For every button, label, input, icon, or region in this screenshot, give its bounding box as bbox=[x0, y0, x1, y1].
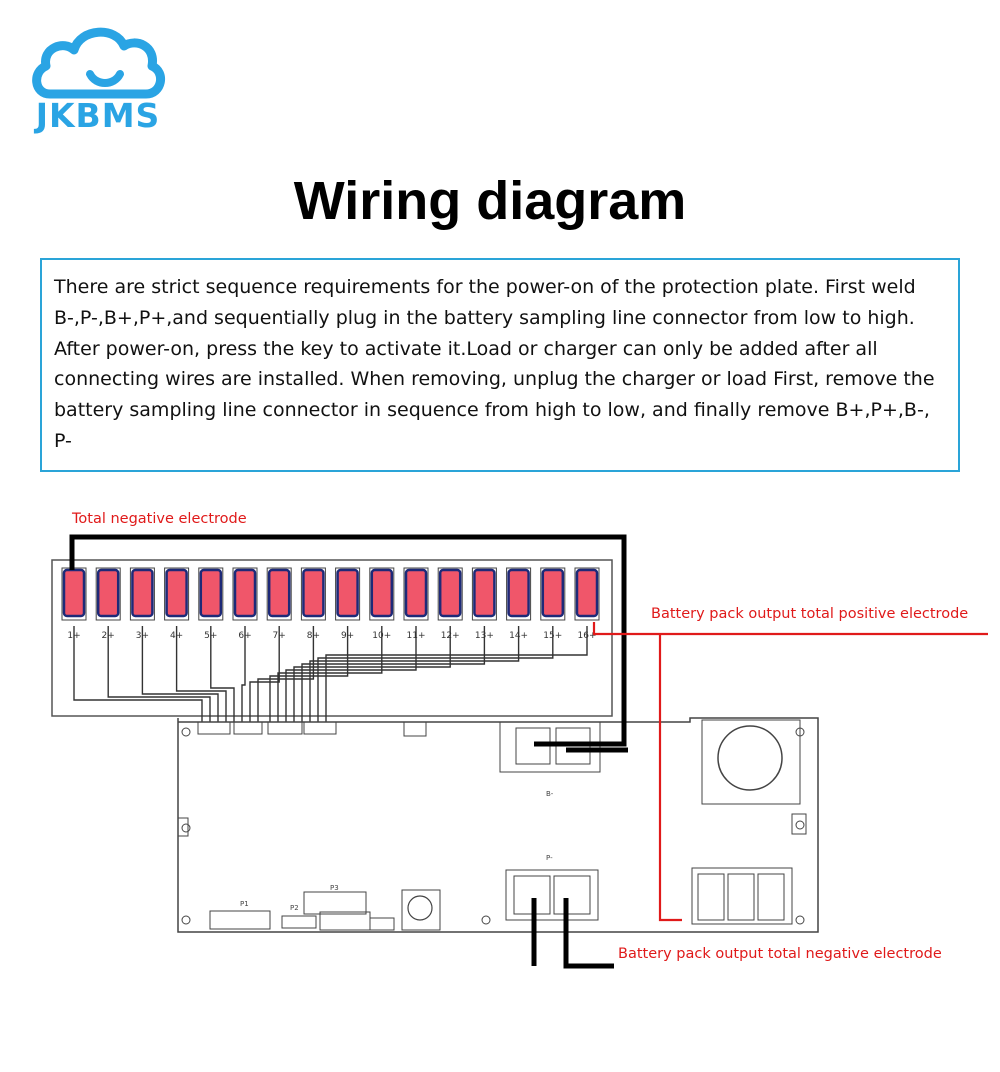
battery-cell: 13+ bbox=[471, 567, 497, 641]
instructions-text: There are strict sequence requirements f… bbox=[54, 276, 935, 452]
bms-board: B- P- P1 P2 P3 bbox=[177, 717, 819, 933]
logo-text: JKBMS bbox=[35, 96, 161, 135]
instructions-box: There are strict sequence requirements f… bbox=[40, 258, 960, 472]
sampling-wire bbox=[325, 626, 588, 722]
output-negative-label: Battery pack output total negative elect… bbox=[618, 946, 942, 962]
sampling-wire bbox=[277, 626, 383, 722]
sampling-wire bbox=[175, 626, 227, 722]
wiring-diagram: 1+2+3+4+5+6+7+8+9+10+11+12+13+14+15+16+ bbox=[51, 511, 988, 969]
battery-cell: 16+ bbox=[574, 567, 600, 641]
p3-label: P3 bbox=[330, 884, 339, 892]
p-pad-label: P- bbox=[546, 854, 553, 862]
sampling-wire bbox=[309, 626, 520, 722]
page-title: Wiring diagram bbox=[293, 171, 687, 231]
sampling-wire bbox=[241, 626, 246, 722]
p1-label: P1 bbox=[240, 900, 249, 908]
battery-cell: 4+ bbox=[164, 567, 190, 641]
positive-wire bbox=[592, 622, 988, 636]
sampling-wire bbox=[73, 626, 203, 722]
sampling-wire bbox=[249, 626, 280, 722]
sampling-wire bbox=[107, 626, 211, 722]
p2-label: P2 bbox=[290, 904, 299, 912]
battery-cell: 7+ bbox=[266, 567, 292, 641]
sampling-wire bbox=[210, 626, 235, 722]
sampling-wire bbox=[141, 626, 219, 722]
output-positive-label: Battery pack output total positive elect… bbox=[651, 606, 968, 622]
sampling-wire bbox=[317, 626, 554, 722]
battery-pack-frame bbox=[51, 559, 613, 717]
sampling-wire bbox=[293, 626, 451, 722]
sampling-wire bbox=[269, 626, 349, 722]
battery-cell: 5+ bbox=[198, 567, 224, 641]
positive-wire-drop bbox=[658, 634, 682, 922]
sampling-wire bbox=[285, 626, 417, 722]
total-negative-wire bbox=[69, 534, 627, 747]
cloud-icon bbox=[32, 27, 165, 99]
p-minus-wire-2 bbox=[563, 898, 614, 969]
logo: JKBMS bbox=[28, 22, 168, 142]
sampling-wire bbox=[301, 626, 486, 722]
battery-cell: 6+ bbox=[232, 567, 258, 641]
b-pad-label: B- bbox=[546, 790, 554, 798]
battery-cell: 8+ bbox=[300, 567, 326, 641]
battery-cell: 11+ bbox=[403, 567, 429, 641]
total-negative-label: Total negative electrode bbox=[71, 511, 247, 527]
